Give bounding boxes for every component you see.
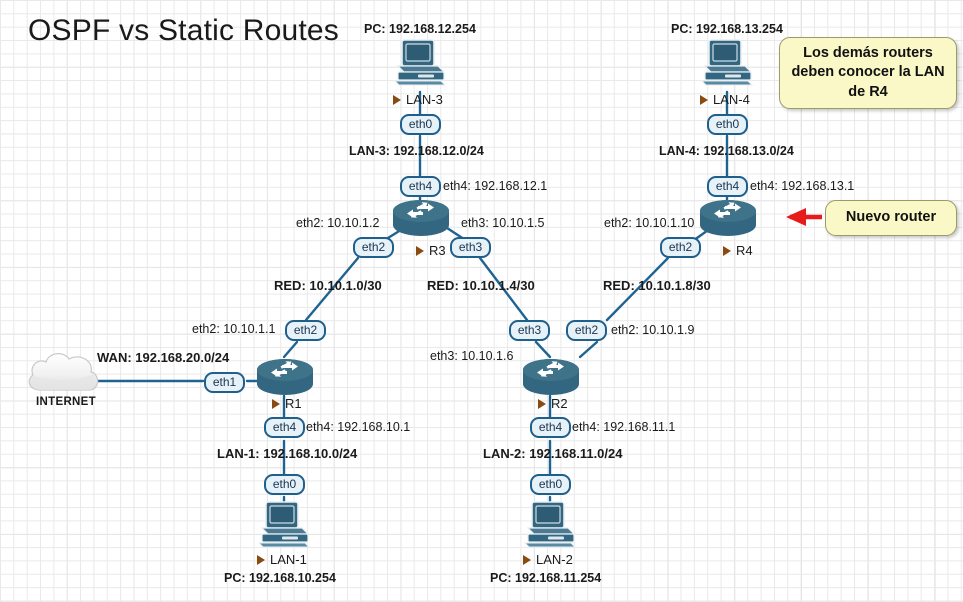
r2-eth4-pill[interactable]: eth4 — [530, 417, 571, 438]
collapse-triangle-icon — [416, 245, 424, 256]
pc-lan3-name: LAN-3 — [393, 92, 443, 107]
collapse-triangle-icon — [393, 94, 401, 105]
internet-cloud-icon — [24, 350, 104, 401]
collapse-triangle-icon — [523, 554, 531, 565]
pc-lan4-icon — [699, 38, 755, 97]
router-r4-name: R4 — [723, 243, 753, 258]
pc-lan4-name-label: LAN-4 — [713, 92, 750, 107]
lan2-network-label: LAN-2: 192.168.11.0/24 — [483, 446, 623, 461]
r4-eth2-pill[interactable]: eth2 — [660, 237, 701, 258]
r3-eth3-pill[interactable]: eth3 — [450, 237, 491, 258]
router-r3-name: R3 — [416, 243, 446, 258]
red1-network-label: RED: 10.10.1.0/30 — [274, 278, 382, 293]
pc-lan1-ip-label: PC: 192.168.10.254 — [224, 571, 336, 585]
r3-eth3-address: eth3: 10.10.1.5 — [461, 216, 545, 230]
r1-eth4-pill[interactable]: eth4 — [264, 417, 305, 438]
pc-lan3-ip-label: PC: 192.168.12.254 — [364, 22, 476, 36]
pc-lan4-name: LAN-4 — [700, 92, 750, 107]
lan1-network-label: LAN-1: 192.168.10.0/24 — [217, 446, 358, 461]
pc-lan4-ip-label: PC: 192.168.13.254 — [671, 22, 783, 36]
pc-lan1-eth0-pill[interactable]: eth0 — [264, 474, 305, 495]
router-r3-icon — [392, 199, 450, 246]
router-r4-icon — [699, 199, 757, 246]
pc-lan3-name-label: LAN-3 — [406, 92, 443, 107]
pc-lan4-eth0-pill[interactable]: eth0 — [707, 114, 748, 135]
page-title: OSPF vs Static Routes — [28, 14, 339, 47]
pc-lan3-icon — [392, 38, 448, 97]
collapse-triangle-icon — [272, 398, 280, 409]
pc-lan3-eth0-pill[interactable]: eth0 — [400, 114, 441, 135]
router-r1-name-label: R1 — [285, 396, 302, 411]
r2-eth2-address: eth2: 10.10.1.9 — [611, 323, 695, 337]
pc-lan2-name: LAN-2 — [523, 552, 573, 567]
callout-new-router-note[interactable]: Nuevo router — [825, 200, 957, 236]
r1-eth4-address: eth4: 192.168.10.1 — [306, 420, 411, 434]
red3-network-label: RED: 10.10.1.8/30 — [603, 278, 711, 293]
red2-network-label: RED: 10.10.1.4/30 — [427, 278, 535, 293]
r1-eth2-pill[interactable]: eth2 — [285, 320, 326, 341]
pc-lan2-name-label: LAN-2 — [536, 552, 573, 567]
r4-eth4-pill[interactable]: eth4 — [707, 176, 748, 197]
r4-eth2-address: eth2: 10.10.1.10 — [604, 216, 695, 230]
router-r1-icon — [256, 358, 314, 405]
router-r3-name-label: R3 — [429, 243, 446, 258]
r2-eth4-address: eth4: 192.168.11.1 — [572, 420, 676, 434]
r2-eth2-pill[interactable]: eth2 — [566, 320, 607, 341]
pc-lan1-icon — [256, 500, 312, 559]
r2-eth3-address: eth3: 10.10.1.6 — [430, 349, 514, 363]
new-router-arrow — [786, 208, 822, 226]
r1-eth1-pill[interactable]: eth1 — [204, 372, 245, 393]
collapse-triangle-icon — [723, 245, 731, 256]
pc-lan2-ip-label: PC: 192.168.11.254 — [490, 571, 602, 585]
lan4-network-label: LAN-4: 192.168.13.0/24 — [659, 144, 794, 158]
r2-eth3-pill[interactable]: eth3 — [509, 320, 550, 341]
router-r2-name: R2 — [538, 396, 568, 411]
internet-label: INTERNET — [36, 396, 96, 408]
r3-eth2-pill[interactable]: eth2 — [353, 237, 394, 258]
router-r2-name-label: R2 — [551, 396, 568, 411]
wan-network-label: WAN: 192.168.20.0/24 — [97, 350, 230, 365]
r3-eth4-address: eth4: 192.168.12.1 — [443, 179, 548, 193]
collapse-triangle-icon — [257, 554, 265, 565]
router-r1-name: R1 — [272, 396, 302, 411]
router-r2-icon — [522, 358, 580, 405]
pc-lan1-name-label: LAN-1 — [270, 552, 307, 567]
collapse-triangle-icon — [700, 94, 708, 105]
pc-lan1-name: LAN-1 — [257, 552, 307, 567]
collapse-triangle-icon — [538, 398, 546, 409]
router-r4-name-label: R4 — [736, 243, 753, 258]
r3-eth4-pill[interactable]: eth4 — [400, 176, 441, 197]
r1-eth2-address: eth2: 10.10.1.1 — [192, 322, 276, 336]
pc-lan2-eth0-pill[interactable]: eth0 — [530, 474, 571, 495]
r3-eth2-address: eth2: 10.10.1.2 — [296, 216, 380, 230]
pc-lan2-icon — [522, 500, 578, 559]
callout-lan-r4-note[interactable]: Los demás routers deben conocer la LAN d… — [779, 37, 957, 109]
r4-eth4-address: eth4: 192.168.13.1 — [750, 179, 855, 193]
lan3-network-label: LAN-3: 192.168.12.0/24 — [349, 144, 484, 158]
